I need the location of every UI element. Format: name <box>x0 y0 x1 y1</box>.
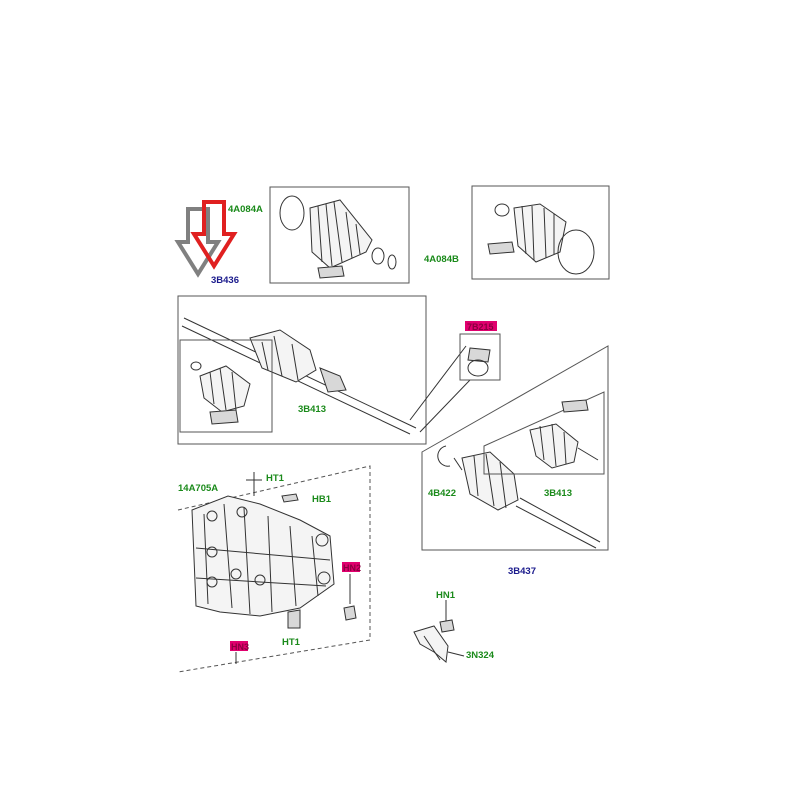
label-HT1-bottom: HT1 <box>282 637 301 648</box>
heat-shield-part <box>413 600 455 663</box>
grease-kit-part <box>459 333 501 381</box>
label-3B437: 3B437 <box>508 566 536 577</box>
label-3N324: 3N324 <box>466 650 495 661</box>
label-4A084A: 4A084A <box>228 204 263 215</box>
bearing-bracket-assembly <box>177 465 371 673</box>
label-4B422: 4B422 <box>428 488 456 499</box>
label-HN3: HN3 <box>231 642 249 652</box>
highlight-HN3 <box>230 641 248 651</box>
label-3B413-right: 3B413 <box>544 488 572 499</box>
label-3B436: 3B436 <box>211 275 239 286</box>
highlight-7B215 <box>465 321 497 331</box>
left-driveshaft-panel <box>177 295 427 445</box>
label-14A705A: 14A705A <box>178 483 218 494</box>
label-HB1: HB1 <box>312 494 332 505</box>
label-HT1-top: HT1 <box>266 473 285 484</box>
label-4A084B: 4A084B <box>424 254 459 265</box>
down-arrow-icon <box>174 200 238 278</box>
boot-kit-inner-panel <box>269 186 410 284</box>
label-HN1: HN1 <box>436 590 456 601</box>
label-7B215: 7B215 <box>467 322 494 332</box>
label-HN2: HN2 <box>343 563 361 573</box>
boot-kit-outer-panel <box>471 185 610 280</box>
label-3B413-left: 3B413 <box>298 404 326 415</box>
highlight-HN2 <box>342 562 360 572</box>
right-driveshaft-panel <box>421 345 609 551</box>
